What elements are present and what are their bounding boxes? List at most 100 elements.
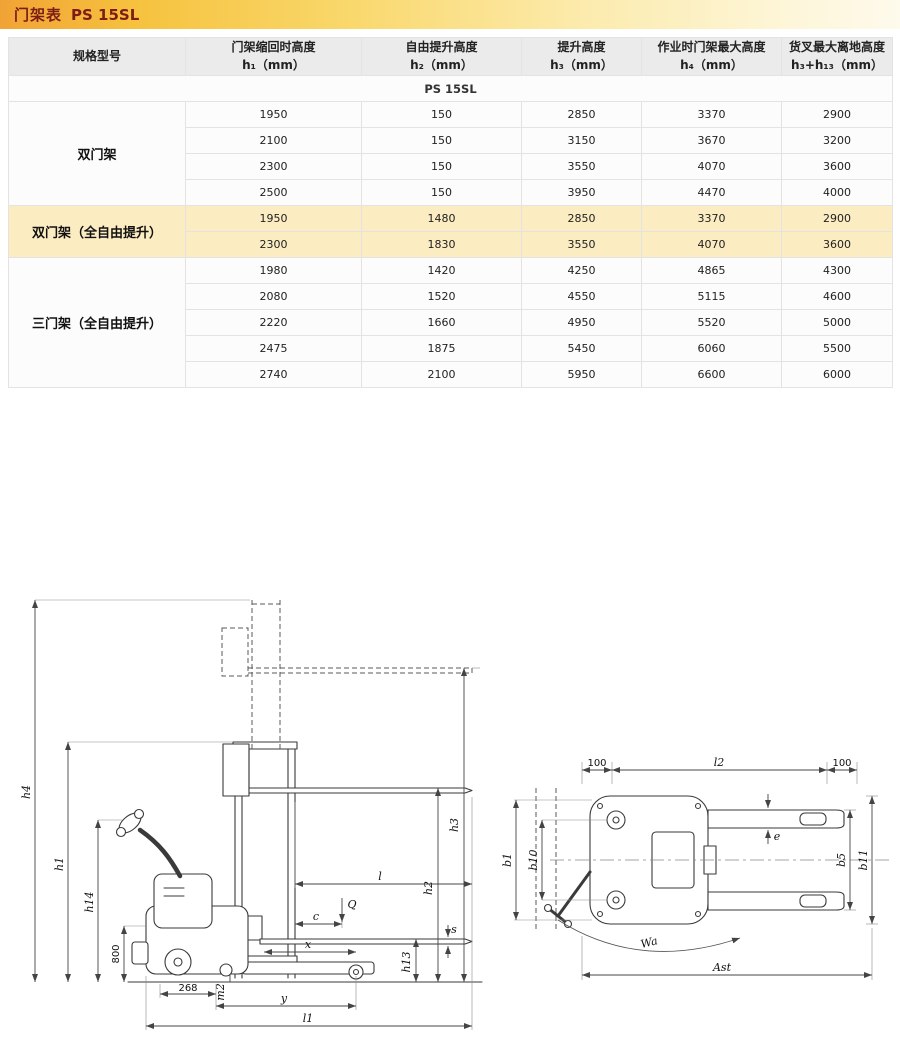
table-cell: 4070 [641, 153, 782, 180]
load-wheel [799, 812, 827, 826]
table-cell: 2500 [185, 179, 362, 206]
table-cell: 5950 [521, 361, 642, 388]
table-cell: 3370 [641, 205, 782, 232]
dim-label-h2: h2 [422, 881, 435, 895]
table-cell: 2100 [185, 127, 362, 154]
table-cell: 4550 [521, 283, 642, 310]
dim-label-c: c [313, 910, 319, 923]
top-view-drawing: 100 l2 100 b1 b10 e b5 b11 Wa [501, 756, 892, 980]
table-cell: 5000 [781, 309, 893, 336]
table-cell: 150 [361, 101, 522, 128]
dim-label-h3: h3 [448, 818, 461, 832]
table-cell: 4000 [781, 179, 893, 206]
dim-label-800: 800 [111, 944, 122, 963]
table-cell: 2900 [781, 101, 893, 128]
dim-label-wa: Wa [639, 934, 659, 951]
table-cell: 2300 [185, 231, 362, 258]
dim-label-s: s [451, 923, 457, 936]
table-cell: 2850 [521, 205, 642, 232]
truck-body [115, 808, 249, 977]
table-cell: 5520 [641, 309, 782, 336]
dim-label-l2: l2 [714, 756, 725, 769]
table-cell: 2850 [521, 101, 642, 128]
table-cell: 4950 [521, 309, 642, 336]
table-cell: 3200 [781, 127, 893, 154]
table-cell: 2475 [185, 335, 362, 362]
table-cell: 6000 [781, 361, 893, 388]
table-subheader-row: PS 15SL [8, 75, 893, 102]
table-cell: 3670 [641, 127, 782, 154]
dim-label-y: y [280, 992, 288, 1005]
dim-label-b10: b10 [527, 849, 540, 870]
side-view-drawing: h4 h1 h14 800 h3 h2 h13 s l c [20, 599, 483, 1030]
straddle-leg [241, 961, 375, 980]
table-cell: 4865 [641, 257, 782, 284]
group-label: 双门架（全自由提升） [8, 205, 186, 258]
table-cell: 150 [361, 127, 522, 154]
column-header: 规格型号 [8, 37, 186, 76]
dim-label-h4: h4 [20, 785, 33, 799]
table-cell: 1830 [361, 231, 522, 258]
top-truck-body [543, 795, 717, 929]
table-cell: 4070 [641, 231, 782, 258]
dim-label-x: x [305, 938, 312, 951]
table-cell: 2300 [185, 153, 362, 180]
table-cell: 1980 [185, 257, 362, 284]
dim-label-q: Q [347, 898, 356, 911]
table-cell: 3950 [521, 179, 642, 206]
table-cell: 1950 [185, 205, 362, 232]
mid-fork-carriage [222, 743, 473, 797]
top-dimensions: 100 l2 100 b1 b10 e b5 b11 Wa [501, 756, 878, 980]
dim-label-b5: b5 [835, 853, 848, 867]
table-cell: 1950 [185, 101, 362, 128]
dim-label-h14: h14 [83, 891, 96, 912]
dim-label-b11: b11 [857, 849, 870, 870]
table-cell: 3550 [521, 231, 642, 258]
table-cell: 3150 [521, 127, 642, 154]
table-cell: 150 [361, 153, 522, 180]
dim-label-e: e [774, 830, 781, 843]
group-label: 三门架（全自由提升） [8, 257, 186, 388]
table-cell: 1875 [361, 335, 522, 362]
title-banner: 门架表 PS 15SL [0, 0, 900, 29]
table-cell: 3600 [781, 231, 893, 258]
dim-label-h1: h1 [53, 857, 66, 871]
lowered-fork [245, 915, 473, 945]
table-cell: 4600 [781, 283, 893, 310]
table-cell: 3550 [521, 153, 642, 180]
table-cell: 4300 [781, 257, 893, 284]
table-cell: 2080 [185, 283, 362, 310]
dim-label-l: l [378, 870, 382, 883]
table-cell: 5115 [641, 283, 782, 310]
table-cell: 2100 [361, 361, 522, 388]
table-cell: 3600 [781, 153, 893, 180]
dim-label-268: 268 [178, 983, 197, 994]
dim-label-100-left: 100 [587, 758, 606, 769]
table-cell: 2900 [781, 205, 893, 232]
page-title-model: PS 15SL [71, 5, 140, 24]
page-title: 门架表 [14, 6, 63, 24]
table-cell: 4250 [521, 257, 642, 284]
dim-label-100-right: 100 [832, 758, 851, 769]
dim-label-m2: m2 [214, 983, 227, 1000]
load-wheel [799, 894, 827, 908]
table-cell: 1480 [361, 205, 522, 232]
dim-label-h13: h13 [400, 951, 413, 972]
side-dimensions: h4 h1 h14 800 h3 h2 h13 s l c [20, 599, 480, 1030]
table-cell: 150 [361, 179, 522, 206]
